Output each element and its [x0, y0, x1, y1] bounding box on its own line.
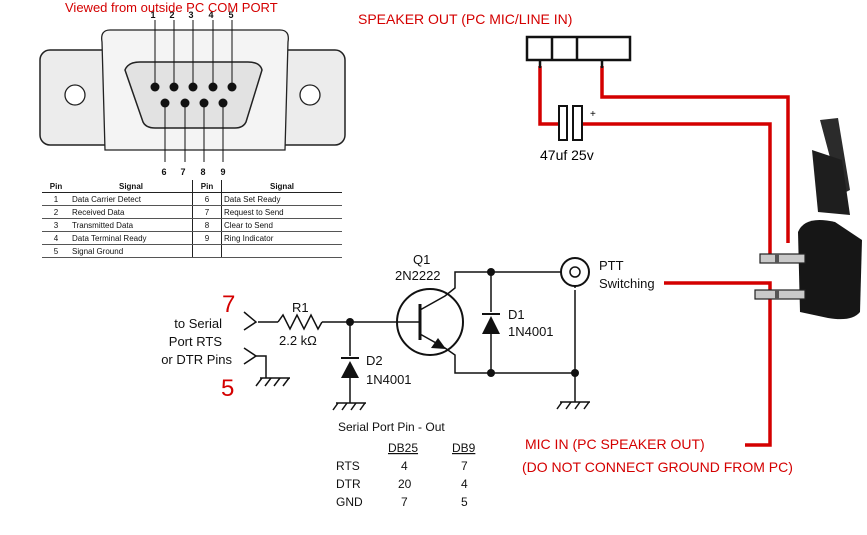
- table-cell: 6: [192, 192, 222, 206]
- capacitor-polarity: +: [590, 109, 596, 120]
- ptt-switching-label: Switching: [599, 276, 655, 291]
- speaker-out-label: SPEAKER OUT (PC MIC/LINE IN): [358, 11, 572, 27]
- table-cell: 1: [42, 192, 70, 206]
- table-cell: 4: [42, 231, 70, 245]
- table-cell: Clear to Send: [221, 218, 342, 232]
- input-label-line1: to Serial: [174, 316, 222, 331]
- table-cell: Received Data: [70, 205, 193, 219]
- pinout-row-db9: 4: [461, 477, 468, 491]
- pinout-row-db9: 7: [461, 459, 468, 473]
- d1-part: 1N4001: [508, 324, 554, 339]
- speaker-jack: [525, 35, 632, 62]
- r1-value: 2.2 kΩ: [279, 333, 317, 348]
- pinout-col-db9: DB9: [452, 441, 476, 455]
- pinout-row-db25: 20: [398, 477, 412, 491]
- pinout-row-db9: 5: [461, 495, 468, 509]
- table-cell: 3: [42, 218, 70, 232]
- input-pin-7: 7: [222, 291, 235, 318]
- table-row: 2 Received Data 7 Request to Send: [42, 205, 342, 219]
- input-label-line2: Port RTS: [169, 334, 223, 349]
- table-row: 4 Data Terminal Ready 9 Ring Indicator: [42, 231, 342, 245]
- table-row: 3 Transmitted Data 8 Clear to Send: [42, 218, 342, 232]
- table-cell: [221, 244, 342, 258]
- input-pin-5: 5: [221, 375, 234, 402]
- q1-part: 2N2222: [395, 268, 441, 283]
- pin-signal-table: Pin Signal Pin Signal 1 Data Carrier Det…: [42, 180, 342, 258]
- table-cell: 7: [192, 205, 222, 219]
- table-cell: Data Set Ready: [221, 192, 342, 206]
- db9-pin-7: 7: [180, 167, 185, 177]
- table-cell: 9: [192, 231, 222, 245]
- pinout-table: Serial Port Pin - Out DB25 DB9 RTS 4 7 D…: [336, 420, 476, 509]
- table-cell: Request to Send: [221, 205, 342, 219]
- com-port-caption: Viewed from outside PC COM PORT: [65, 0, 278, 15]
- table-header-pin: Pin: [192, 180, 222, 193]
- db9-pin-8: 8: [200, 167, 205, 177]
- db9-pin-1: 1: [150, 10, 155, 20]
- db9-pin-3: 3: [188, 10, 193, 20]
- table-row: 5 Signal Ground: [42, 244, 342, 258]
- table-cell: Transmitted Data: [70, 218, 193, 232]
- mic-in-label: MIC IN (PC SPEAKER OUT): [525, 436, 705, 452]
- table-cell: Data Terminal Ready: [70, 231, 193, 245]
- q1-name: Q1: [413, 252, 430, 267]
- d2-name: D2: [366, 353, 383, 368]
- table-cell: 5: [42, 244, 70, 258]
- table-header-pin: Pin: [42, 180, 70, 193]
- r1-name: R1: [292, 300, 309, 315]
- ptt-jack: [560, 257, 590, 287]
- red-wires: [538, 66, 790, 447]
- table-cell: Ring Indicator: [221, 231, 342, 245]
- no-ground-label: (DO NOT CONNECT GROUND FROM PC): [522, 459, 793, 475]
- pinout-row-db25: 7: [401, 495, 408, 509]
- table-header-signal: Signal: [70, 180, 193, 193]
- pinout-row-sig: GND: [336, 495, 363, 509]
- pinout-row-db25: 4: [401, 459, 408, 473]
- db9-pin-9: 9: [220, 167, 225, 177]
- table-row: 1 Data Carrier Detect 6 Data Set Ready: [42, 192, 342, 206]
- table-cell: Signal Ground: [70, 244, 193, 258]
- ptt-label: PTT: [599, 258, 624, 273]
- db9-pin-6: 6: [161, 167, 166, 177]
- pinout-row-sig: RTS: [336, 459, 360, 473]
- table-cell: [192, 244, 222, 258]
- db9-pin-5: 5: [228, 10, 233, 20]
- capacitor-value: 47uf 25v: [540, 147, 594, 163]
- table-cell: 2: [42, 205, 70, 219]
- db9-connector: 1 2 3 4 5 6 7 8 9: [39, 10, 346, 177]
- capacitor-c1: + 47uf 25v: [540, 105, 596, 163]
- pinout-row-sig: DTR: [336, 477, 361, 491]
- db9-pin-4: 4: [208, 10, 213, 20]
- db9-pin-2: 2: [169, 10, 174, 20]
- pinout-col-db25: DB25: [388, 441, 418, 455]
- table-header-signal: Signal: [221, 180, 342, 193]
- d2-part: 1N4001: [366, 372, 412, 387]
- table-cell: Data Carrier Detect: [70, 192, 193, 206]
- pinout-title: Serial Port Pin - Out: [338, 420, 445, 434]
- input-label-line3: or DTR Pins: [161, 352, 232, 367]
- d1-name: D1: [508, 307, 525, 322]
- table-cell: 8: [192, 218, 222, 232]
- radio-plug: [754, 118, 862, 320]
